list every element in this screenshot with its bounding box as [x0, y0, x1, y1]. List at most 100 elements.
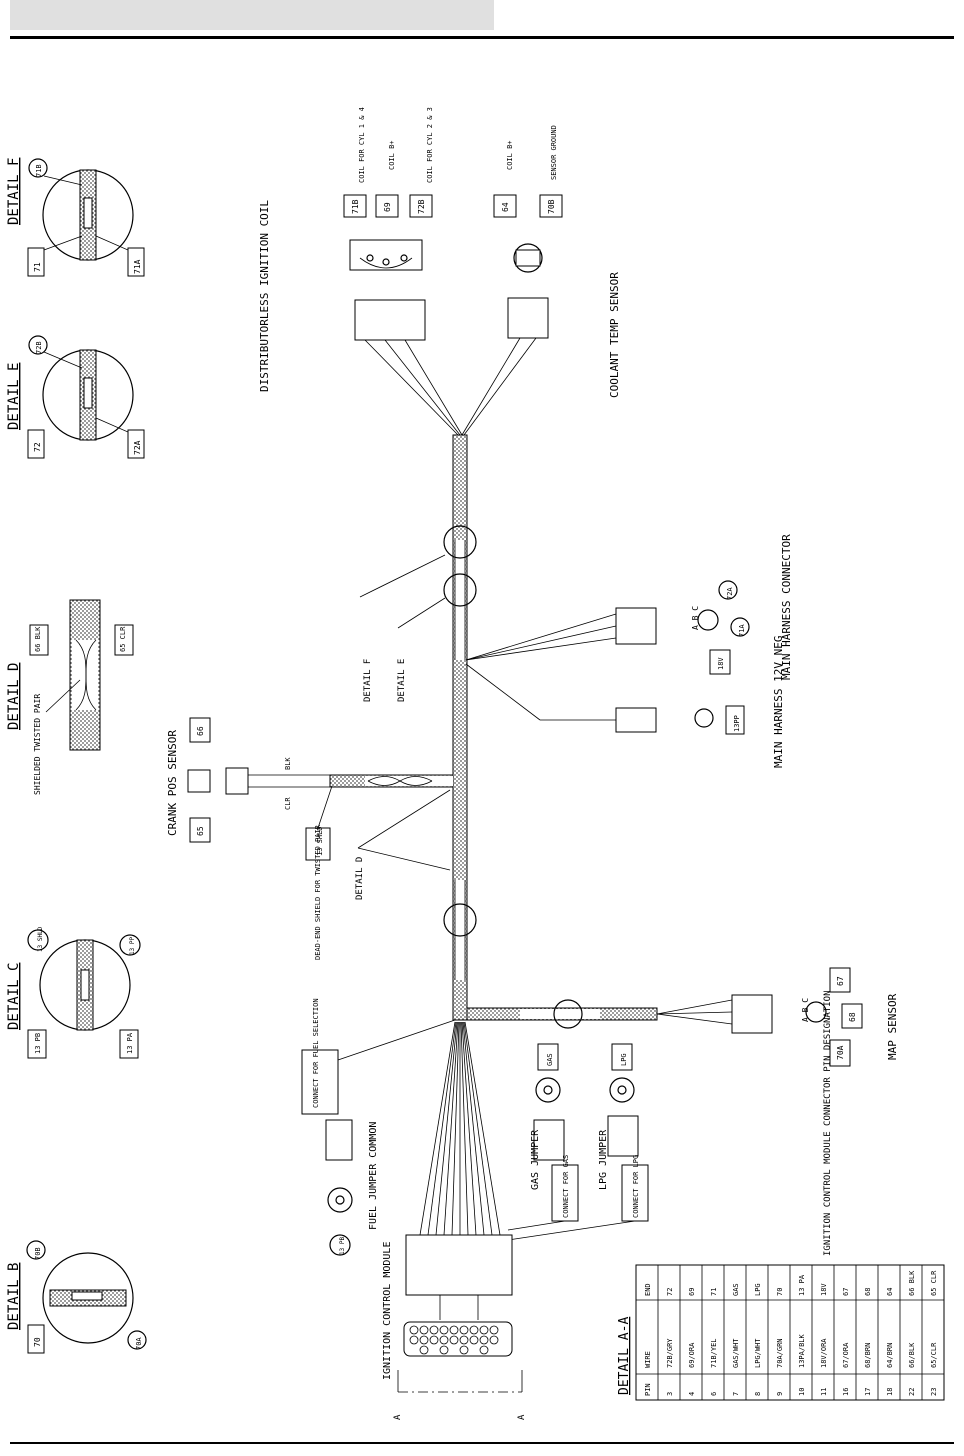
harness-trunk — [329, 434, 658, 1029]
main-harness-connector: A B C 72A 71A 18V MAIN HARNESS CONNECTOR — [465, 534, 793, 680]
coil-pin-69: 69 — [383, 202, 392, 212]
aa-end: GAS — [732, 1283, 740, 1296]
page-footer-rule — [10, 1442, 954, 1444]
fuel-select: CONNECT FOR FUEL SELECTION FUEL JUMPER C… — [301, 998, 456, 1256]
crank-label: CRANK POS SENSOR — [166, 730, 179, 836]
main-neg-label: MAIN HARNESS 12V NEG — [772, 636, 785, 768]
aa-end: 71 — [710, 1288, 718, 1296]
map-sensor: A B C 67 68 70A MAP SENSOR — [656, 967, 899, 1067]
aa-wire: 18V/ORA — [820, 1338, 828, 1368]
icm-label: IGNITION CONTROL MODULE — [382, 1242, 393, 1380]
detail-c-title: DETAIL C — [6, 963, 22, 1030]
aa-end: 72 — [666, 1288, 674, 1296]
coolant-pin-70b: 70B — [547, 199, 556, 214]
aa-header-pin: PIN — [644, 1383, 652, 1396]
fuel-select-label: CONNECT FOR FUEL SELECTION — [312, 998, 320, 1108]
aa-end: 68 — [864, 1288, 872, 1296]
ignition-coil: 71B 69 72B COIL FOR CYL 1 & 4 COIL B+ CO… — [258, 107, 463, 436]
icm: IGNITION CONTROL MODULE A A — [382, 1242, 527, 1420]
main-pin-18v: 18V — [717, 657, 725, 670]
main-pin-72a: 72A — [726, 587, 734, 600]
aa-pin: 22 — [908, 1388, 916, 1396]
detail-c-tag-pb: 13 PB — [34, 1033, 42, 1054]
aa-end: 65 CLR — [930, 1270, 938, 1296]
detail-c-tag-shld: 13 SHLD — [37, 926, 44, 952]
detail-f-tag-71b: 71B — [35, 164, 43, 177]
gas-note: CONNECT FOR GAS — [562, 1155, 570, 1218]
detail-b-tag-70: 70 — [33, 1337, 42, 1347]
crank-shield-tag: 13 SHLD — [316, 826, 324, 856]
aa-end: 69 — [688, 1288, 696, 1296]
coolant-note-1: COIL B+ — [506, 140, 514, 170]
jumpers: GAS GAS JUMPER CONNECT FOR GAS LPG LPG J… — [507, 1043, 649, 1241]
aa-end: 64 — [886, 1288, 894, 1296]
coil-label: DISTRIBUTORLESS IGNITION COIL — [258, 200, 271, 392]
detail-e-title: DETAIL E — [6, 363, 22, 430]
lpg-note: CONNECT FOR LPG — [632, 1155, 640, 1218]
page-header-rule — [10, 36, 954, 39]
aa-wire: 70A/GRN — [776, 1338, 784, 1368]
main-neg: 13PP MAIN HARNESS 12V NEG — [465, 636, 785, 768]
detail-d-tag-66: 66 BLK — [34, 626, 42, 652]
map-label: MAP SENSOR — [886, 993, 899, 1060]
detail-e-tag-72a: 72A — [133, 440, 142, 455]
aa-wire: 71B/YEL — [710, 1338, 718, 1368]
coil-note-1: COIL FOR CYL 1 & 4 — [358, 107, 366, 183]
aa-pin: 7 — [732, 1392, 740, 1396]
aa-pin: 6 — [710, 1392, 718, 1396]
coolant-note-2: SENSOR GROUND — [550, 125, 558, 180]
detail-f-tag-71: 71 — [33, 262, 42, 272]
aa-end: 66 BLK — [908, 1270, 916, 1296]
detail-b-tag-70b: 70B — [34, 1247, 42, 1260]
aa-pin: 18 — [886, 1388, 894, 1396]
coil-pin-72b: 72B — [417, 199, 426, 214]
crank-pin-65: 65 — [196, 826, 205, 836]
detail-c-tag-pa: 13 PA — [126, 1032, 134, 1054]
detail-aa: DETAIL A-A PINWIREEND372B/GRY72469/ORA69… — [617, 1264, 945, 1401]
fuel-common-pin: 13 PB — [339, 1237, 346, 1255]
detail-d-tag-65: 65 CLR — [119, 626, 127, 652]
coil-note-2: COIL B+ — [388, 140, 396, 170]
detail-d-title: DETAIL D — [6, 663, 22, 730]
coil-note-3: COIL FOR CYL 2 & 3 — [426, 107, 434, 183]
map-pin-68: 68 — [848, 1012, 857, 1022]
aa-pin: 8 — [754, 1392, 762, 1396]
aa-wire: 65/CLR — [930, 1342, 938, 1368]
aa-header-end: END — [644, 1283, 652, 1296]
detail-c-tag-pp: 13 PP — [129, 937, 136, 955]
gas-pin: GAS — [546, 1053, 554, 1066]
aa-pin: 10 — [798, 1388, 806, 1396]
aa-pin: 17 — [864, 1388, 872, 1396]
detail-b: DETAIL B 70B 70 70A — [6, 1240, 147, 1354]
detail-callouts: DETAIL F DETAIL E DETAIL D — [355, 554, 451, 900]
gas-jumper-label: GAS JUMPER — [530, 1129, 541, 1190]
aa-header-wire: WIRE — [644, 1351, 652, 1368]
callout-detail-d: DETAIL D — [355, 857, 365, 900]
detail-aa-table: PINWIREEND372B/GRY72469/ORA69671B/YEL717… — [635, 1264, 945, 1401]
aa-pin: 4 — [688, 1392, 696, 1396]
callout-detail-f: DETAIL F — [363, 659, 373, 702]
pin-designation-label: IGNITION CONTROL MODULE CONNECTOR PIN DE… — [823, 990, 833, 1256]
aa-wire: 13PA/BLK — [798, 1333, 806, 1368]
aa-pin: 11 — [820, 1388, 828, 1396]
detail-aa-title: DETAIL A-A — [617, 1317, 632, 1395]
detail-d-note: SHIELDED TWISTED PAIR — [33, 694, 42, 795]
aa-end: 18V — [820, 1283, 828, 1296]
crank-sensor: BLK CLR 66 65 CRANK POS SENSOR 13 SHLD D… — [166, 717, 333, 960]
icm-section-a-right: A — [517, 1414, 527, 1420]
coolant-label: COOLANT TEMP SENSOR — [608, 272, 621, 398]
detail-e-tag-72: 72 — [33, 442, 42, 452]
main-harness-label: MAIN HARNESS CONNECTOR — [780, 534, 793, 680]
lpg-pin: LPG — [620, 1053, 628, 1066]
aa-wire: 64/BRN — [886, 1343, 894, 1368]
crank-wire-blk: BLK — [284, 757, 292, 770]
aa-end: 70 — [776, 1288, 784, 1296]
coolant-pin-64: 64 — [501, 202, 510, 212]
coil-pin-71b: 71B — [351, 199, 360, 214]
aa-end: 13 PA — [798, 1274, 806, 1296]
main-letters: A B C — [691, 606, 700, 630]
detail-f-tag-71a: 71A — [133, 259, 142, 274]
aa-pin: 9 — [776, 1392, 784, 1396]
detail-b-tag-70a: 70A — [135, 1337, 143, 1350]
